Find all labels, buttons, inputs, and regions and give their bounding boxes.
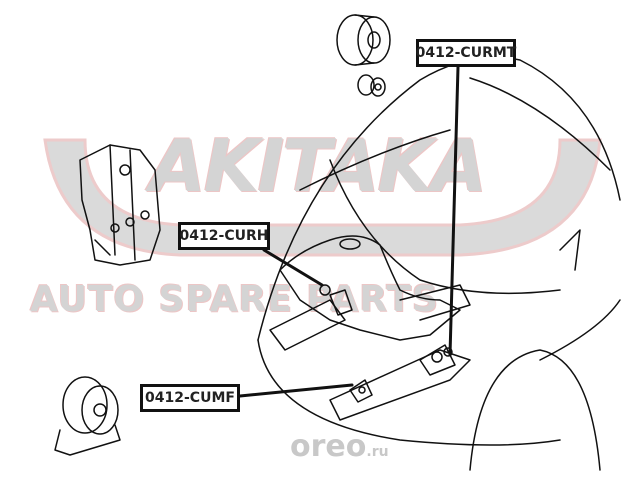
engine-bay [269,235,471,421]
leader-line-cumf [238,383,354,398]
leader-lines [238,65,460,398]
site-watermark-suffix: .ru [366,444,389,460]
site-watermark-name: oreo [290,429,367,464]
site-watermark: oreo.ru [290,430,389,469]
tagline-watermark-text: AUTO SPARE PARTS [30,279,439,320]
leader-line-curmt [448,65,460,357]
right-hand-mount-illustration [79,144,161,266]
leader-line-curh [262,248,324,287]
part-label-0412-curh[interactable]: 0412-CURH [178,222,270,250]
top-mount-illustration [336,14,391,97]
part-label-0412-curmt[interactable]: 0412-CURMT [416,39,516,67]
car-body-outline [257,56,621,471]
front-mount-illustration [54,376,121,456]
part-label-0412-cumf[interactable]: 0412-CUMF [140,384,240,412]
